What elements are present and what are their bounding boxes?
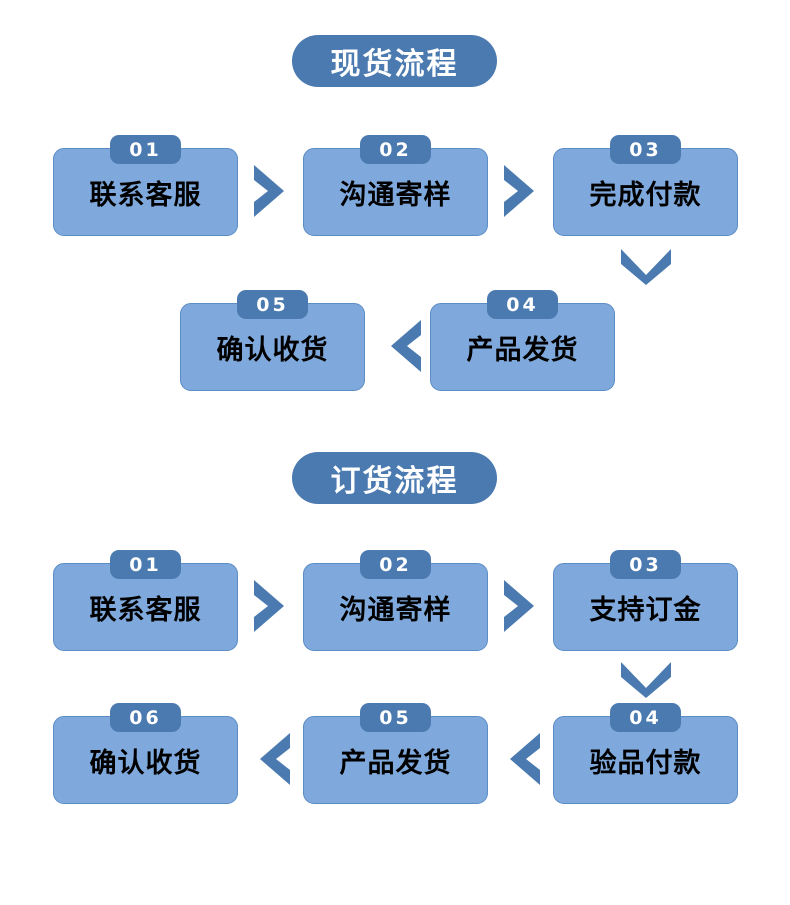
step-badge-s2r2-3: 04 bbox=[610, 703, 681, 732]
step-label: 产品发货 bbox=[339, 747, 452, 778]
chevron-right-icon bbox=[250, 162, 292, 220]
chevron-right-icon bbox=[500, 162, 542, 220]
step-badge-s1r1-1: 01 bbox=[110, 135, 181, 164]
step-badge-s1r2-1: 05 bbox=[237, 290, 308, 319]
step-label: 完成付款 bbox=[589, 179, 702, 210]
chevron-right-icon bbox=[250, 577, 292, 635]
chevron-left-icon bbox=[252, 730, 294, 788]
step-label: 确认收货 bbox=[89, 747, 202, 778]
step-box-s2r2-2[interactable]: 产品发货 bbox=[303, 716, 488, 804]
step-label: 确认收货 bbox=[216, 334, 329, 365]
step-box-s1r1-3[interactable]: 完成付款 bbox=[553, 148, 738, 236]
step-label: 沟通寄样 bbox=[339, 594, 452, 625]
step-badge-s1r1-3: 03 bbox=[610, 135, 681, 164]
chevron-left-icon bbox=[383, 317, 425, 375]
chevron-left-icon bbox=[502, 730, 544, 788]
chevron-down-icon bbox=[618, 245, 674, 287]
step-badge-s1r2-2: 04 bbox=[487, 290, 558, 319]
step-label: 联系客服 bbox=[89, 179, 202, 210]
step-badge-s2r1-1: 01 bbox=[110, 550, 181, 579]
step-label: 联系客服 bbox=[89, 594, 202, 625]
section-title-order-process: 订货流程 bbox=[292, 452, 497, 504]
step-label: 支持订金 bbox=[589, 594, 702, 625]
step-badge-s2r2-2: 05 bbox=[360, 703, 431, 732]
step-badge-s2r1-2: 02 bbox=[360, 550, 431, 579]
step-badge-s1r1-2: 02 bbox=[360, 135, 431, 164]
step-label: 沟通寄样 bbox=[339, 179, 452, 210]
chevron-down-icon bbox=[618, 658, 674, 700]
step-label: 产品发货 bbox=[466, 334, 579, 365]
chevron-right-icon bbox=[500, 577, 542, 635]
step-badge-s2r1-3: 03 bbox=[610, 550, 681, 579]
step-badge-s2r2-1: 06 bbox=[110, 703, 181, 732]
section-title-spot-process: 现货流程 bbox=[292, 35, 497, 87]
step-label: 验品付款 bbox=[589, 747, 702, 778]
